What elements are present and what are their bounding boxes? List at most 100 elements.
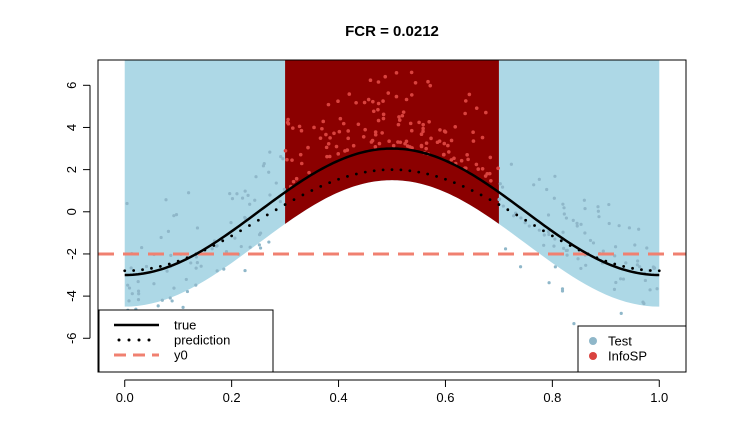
- prediction-dot: [265, 213, 269, 217]
- test-point: [144, 264, 149, 269]
- prediction-dot: [568, 244, 572, 247]
- infosp-point: [381, 99, 385, 103]
- infosp-point: [328, 136, 332, 140]
- y-tick-label: 2: [64, 166, 79, 173]
- prediction-dot: [435, 175, 438, 178]
- infosp-point: [299, 161, 304, 166]
- infosp-point: [291, 179, 296, 184]
- infosp-point: [286, 121, 291, 126]
- infosp-point: [437, 139, 442, 143]
- infosp-point: [336, 152, 341, 156]
- infosp-point: [489, 179, 493, 183]
- test-point: [561, 202, 565, 206]
- test-point: [222, 267, 226, 271]
- test-point: [274, 181, 278, 185]
- infosp-point: [443, 130, 448, 134]
- infosp-point: [294, 176, 299, 181]
- test-point: [126, 283, 130, 287]
- prediction-dot: [470, 189, 474, 192]
- test-point: [268, 150, 272, 154]
- infosp-point: [396, 140, 400, 144]
- infosp-point: [307, 170, 311, 175]
- test-point: [248, 245, 252, 249]
- prediction-dot: [141, 268, 144, 272]
- test-point: [613, 245, 618, 249]
- prediction-dot: [248, 224, 251, 227]
- legend-label: prediction: [174, 333, 230, 348]
- test-point: [195, 226, 200, 230]
- infosp-point: [376, 118, 381, 123]
- prediction-dot: [461, 184, 465, 188]
- infosp-point: [446, 143, 450, 148]
- test-point: [537, 228, 541, 232]
- prediction-dot: [346, 175, 349, 178]
- prediction-dot: [185, 256, 189, 260]
- prediction-dot: [542, 229, 545, 233]
- infosp-point: [373, 132, 378, 137]
- infosp-point: [299, 128, 304, 133]
- infosp-point: [424, 146, 428, 151]
- infosp-point: [447, 150, 451, 154]
- infosp-point: [417, 120, 421, 125]
- prediction-dot: [292, 198, 296, 202]
- prediction-dot: [444, 177, 447, 181]
- infosp-point: [471, 139, 476, 143]
- test-point: [562, 246, 566, 250]
- infosp-point: [291, 126, 295, 130]
- test-point: [497, 197, 501, 202]
- infosp-point: [347, 92, 352, 96]
- infosp-point: [465, 153, 469, 157]
- test-point: [136, 289, 141, 293]
- legend-label: Test: [608, 334, 632, 349]
- prediction-dot: [176, 259, 180, 263]
- infosp-point: [409, 128, 414, 133]
- legend-test-marker: [589, 337, 597, 345]
- infosp-point: [428, 83, 433, 88]
- test-point: [575, 224, 579, 228]
- x-tick-label: 0.6: [436, 390, 454, 405]
- prediction-dot: [372, 169, 376, 173]
- test-point: [194, 283, 198, 287]
- infosp-point: [408, 121, 413, 126]
- test-point: [268, 193, 272, 197]
- test-point: [166, 229, 171, 233]
- infosp-point: [427, 119, 431, 124]
- test-point: [546, 213, 551, 217]
- test-point: [607, 221, 611, 226]
- infosp-point: [346, 129, 350, 133]
- true-curve: [124, 147, 660, 277]
- test-point: [596, 209, 600, 213]
- infosp-point: [471, 130, 475, 135]
- test-point: [498, 182, 502, 186]
- infosp-point: [480, 135, 485, 140]
- test-point: [509, 162, 513, 166]
- prediction-dot: [488, 198, 492, 202]
- test-point: [571, 218, 575, 223]
- test-point: [194, 266, 198, 270]
- infosp-point: [404, 97, 409, 102]
- test-point: [601, 249, 605, 253]
- infosp-point: [386, 91, 391, 95]
- test-point: [560, 289, 565, 293]
- infosp-point: [442, 152, 446, 157]
- x-tick-label: 0.4: [330, 390, 348, 405]
- prediction-dot: [390, 168, 394, 172]
- test-point: [152, 282, 156, 286]
- test-point: [638, 265, 642, 269]
- infosp-point: [480, 167, 485, 171]
- test-point: [125, 201, 129, 206]
- test-point: [230, 197, 235, 201]
- infosp-point: [487, 171, 492, 176]
- prediction-dot: [194, 252, 198, 256]
- infosp-point: [332, 131, 336, 136]
- test-point: [279, 155, 283, 159]
- test-point: [633, 243, 637, 247]
- infosp-point: [373, 130, 378, 134]
- infosp-point: [467, 92, 472, 97]
- test-point: [282, 187, 286, 191]
- prediction-dot: [328, 181, 332, 185]
- infosp-point: [338, 116, 343, 121]
- test-point: [542, 243, 546, 247]
- prediction-dot: [648, 269, 652, 272]
